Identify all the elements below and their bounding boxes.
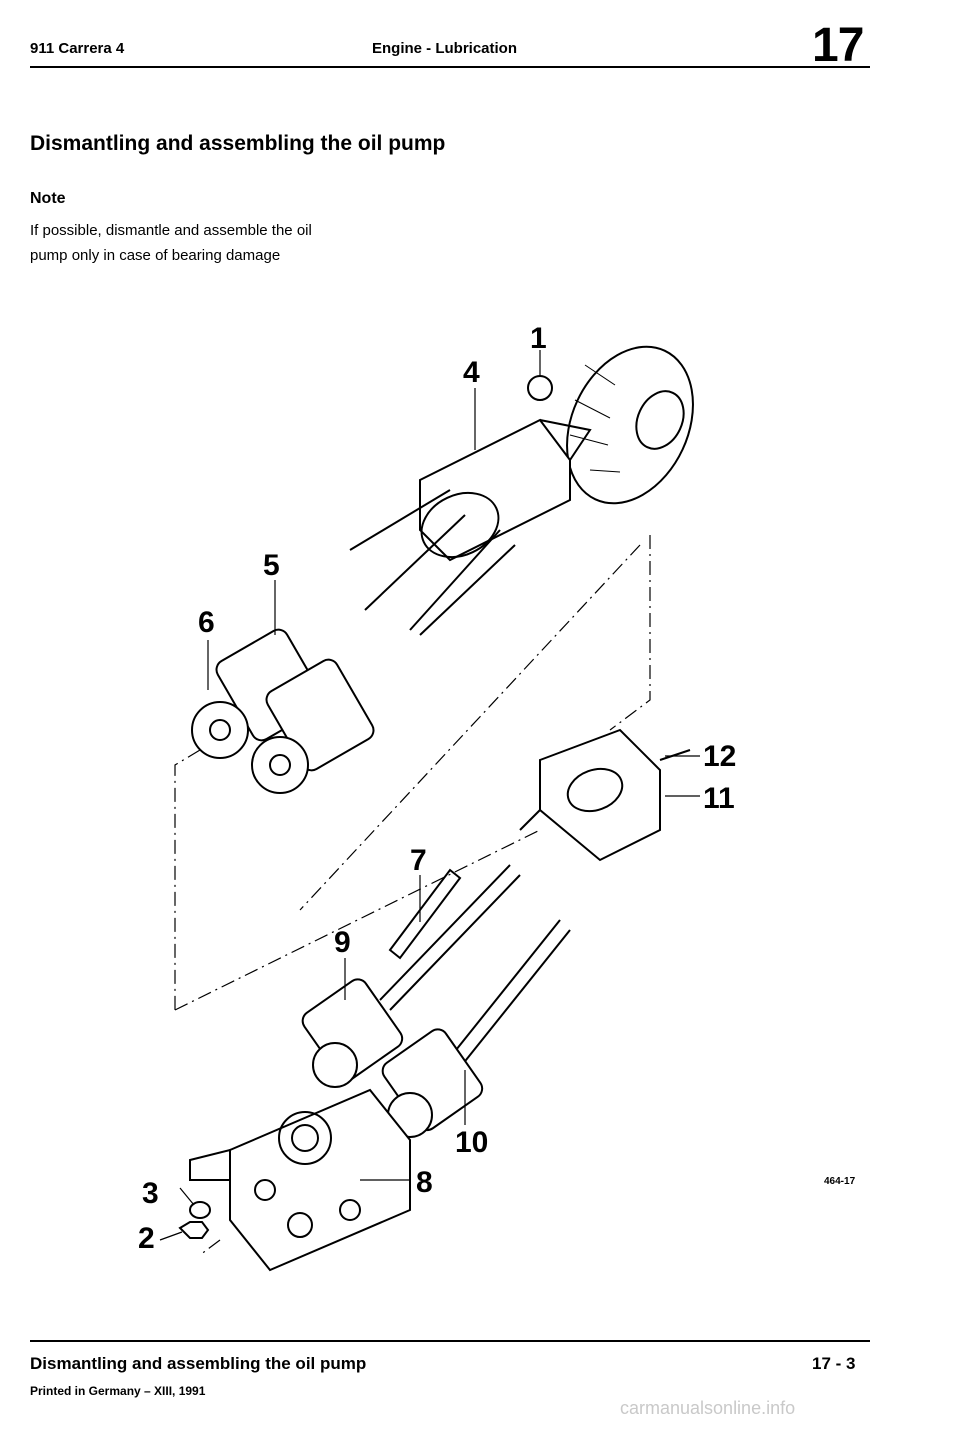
callout-5: 5 [263, 549, 280, 582]
callout-2: 2 [138, 1222, 155, 1255]
callout-8: 8 [416, 1166, 433, 1199]
oil-pump-exploded-diagram: 1 4 5 6 12 11 7 9 10 3 8 2 [138, 322, 736, 1272]
callout-12: 12 [703, 740, 736, 773]
header-model: 911 Carrera 4 [30, 40, 125, 57]
callout-11: 11 [703, 782, 735, 815]
chapter-number: 17 [812, 19, 864, 72]
page-title: Dismantling and assembling the oil pump [30, 132, 446, 155]
footer-title: Dismantling and assembling the oil pump [30, 1354, 367, 1373]
callout-1: 1 [530, 322, 547, 355]
note-line-1: If possible, dismantle and assemble the … [30, 222, 312, 239]
footer-rule [30, 1340, 870, 1342]
callout-7: 7 [410, 844, 427, 877]
callout-3: 3 [142, 1177, 159, 1210]
callout-4: 4 [463, 356, 480, 389]
printed-note: Printed in Germany – XIII, 1991 [30, 1384, 206, 1398]
page-number: 17 - 3 [812, 1354, 856, 1373]
note-heading: Note [30, 190, 66, 207]
callout-6: 6 [198, 606, 215, 639]
watermark: carmanualsonline.info [620, 1398, 796, 1418]
header-section: Engine - Lubrication [372, 40, 517, 57]
note-line-2: pump only in case of bearing damage [30, 247, 281, 264]
callout-10: 10 [455, 1126, 488, 1159]
header-rule [30, 66, 870, 68]
figure-code: 464-17 [824, 1176, 856, 1187]
callout-9: 9 [334, 926, 351, 959]
